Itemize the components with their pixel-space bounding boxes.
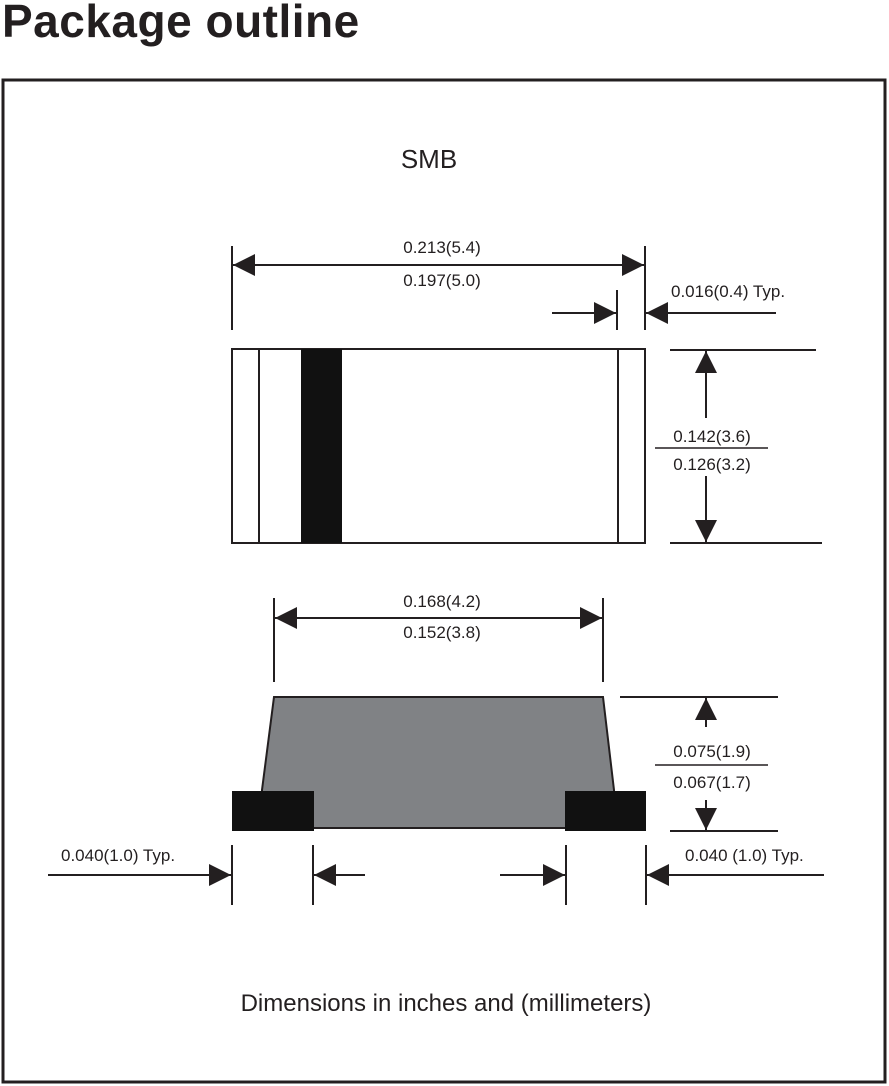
page-heading: Package outline: [2, 0, 360, 47]
diagram-frame: [1, 78, 887, 1084]
side-view-body: [261, 696, 615, 829]
left-lead-label: 0.040(1.0) Typ.: [61, 846, 175, 865]
top-view-body: [231, 348, 646, 544]
top-view: 0.213(5.4) 0.197(5.0) 0.016(0.4) Typ. 0.…: [231, 238, 822, 544]
body-length-max-label: 0.168(4.2): [403, 592, 481, 611]
length-max-label: 0.213(5.4): [403, 238, 481, 257]
right-lead-label: 0.040 (1.0) Typ.: [685, 846, 804, 865]
width-max-label: 0.142(3.6): [673, 427, 751, 446]
package-name: SMB: [401, 144, 457, 174]
length-min-label: 0.197(5.0): [403, 271, 481, 290]
body-length-min-label: 0.152(3.8): [403, 623, 481, 642]
side-view: 0.168(4.2) 0.152(3.8) 0.075(1.9) 0.067(1…: [48, 592, 824, 905]
cathode-band: [301, 349, 342, 543]
right-lead: [565, 791, 646, 831]
height-max-label: 0.075(1.9): [673, 742, 751, 761]
cap-width-label: 0.016(0.4) Typ.: [671, 282, 785, 301]
width-min-label: 0.126(3.2): [673, 455, 751, 474]
dimensions-footnote: Dimensions in inches and (millimeters): [241, 990, 652, 1017]
height-min-label: 0.067(1.7): [673, 773, 751, 792]
left-lead: [232, 791, 314, 831]
